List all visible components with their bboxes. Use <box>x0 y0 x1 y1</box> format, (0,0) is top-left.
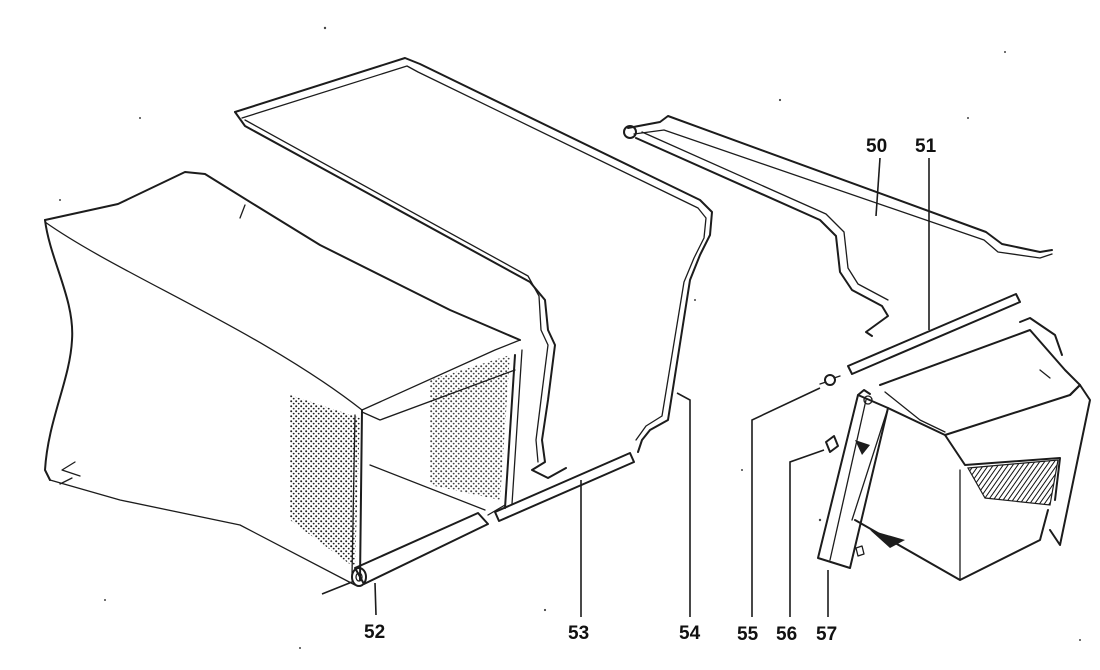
label-55: 55 <box>737 624 759 645</box>
rod-51 <box>847 158 1021 375</box>
clip-56 <box>789 435 839 617</box>
wire-frame-54 <box>234 57 713 617</box>
label-51: 51 <box>915 136 937 157</box>
label-53: 53 <box>568 623 589 644</box>
grass-catcher-bag <box>44 171 523 586</box>
discharge-chute-57 <box>817 317 1091 617</box>
scan-specks <box>59 26 1081 649</box>
rod-52 <box>321 512 489 616</box>
label-56: 56 <box>776 624 797 645</box>
label-52: 52 <box>364 622 385 643</box>
label-54: 54 <box>679 623 701 644</box>
screw-55 <box>751 374 841 617</box>
wire-handle-50 <box>623 115 1053 337</box>
part-labels: 50 51 52 53 54 55 56 57 <box>364 136 937 645</box>
rod-53 <box>494 452 635 617</box>
label-57: 57 <box>816 624 837 645</box>
label-50: 50 <box>866 136 887 157</box>
